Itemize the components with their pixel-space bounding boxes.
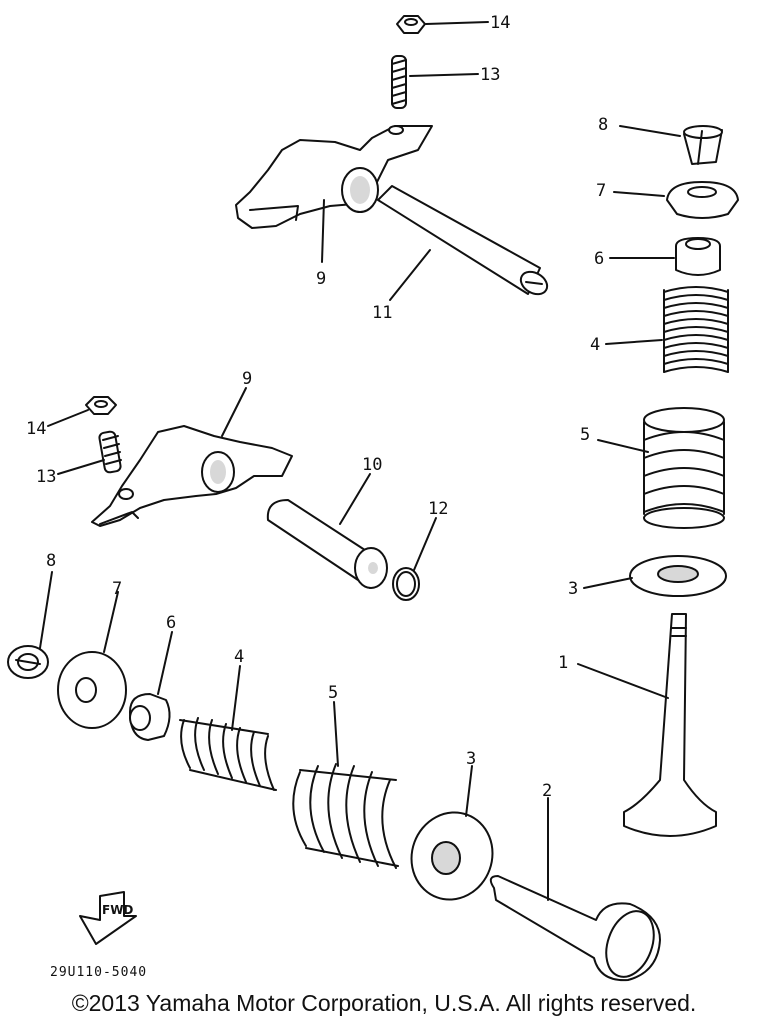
part-5-outer-spring-lower [292,763,399,869]
callout-8-upper: 8 [598,115,608,135]
callout-7-upper: 7 [596,181,606,201]
callout-3-upper: 3 [568,579,578,599]
callout-3-lower: 3 [466,749,476,769]
fwd-arrow-icon: FWD [79,891,137,945]
part-4-inner-spring-lower [179,717,277,791]
part-1-valve-upper [623,613,717,837]
callout-10: 10 [362,455,382,475]
callout-13-upper: 13 [480,65,500,85]
callout-9-lower: 9 [242,369,252,389]
callout-12: 12 [428,499,448,519]
part-10-rocker-shaft-lower [266,499,388,589]
callout-1: 1 [558,653,568,673]
part-13-adjuster-screw-upper [391,55,407,109]
part-6-valve-stem-seal-upper [675,237,721,276]
part-9-rocker-arm-lower [91,425,293,527]
part-8-valve-cotter-lower [7,645,49,679]
part-14-nut-lower [85,396,117,415]
valve-train-exploded-diagram: FWD 14 13 9 11 8 7 6 4 5 3 1 9 14 13 1 [7,13,739,982]
callout-6-upper: 6 [594,249,604,269]
part-9-rocker-arm-upper [235,125,433,229]
part-3-spring-seat-lower [410,811,494,901]
callout-6-lower: 6 [166,613,176,633]
callout-8-lower: 8 [46,551,56,571]
part-12-o-ring [392,567,420,601]
part-11-rocker-shaft-upper [377,185,549,296]
callout-5-lower: 5 [328,683,338,703]
callout-5-upper: 5 [580,425,590,445]
callout-14-upper: 14 [490,13,510,33]
part-14-nut-upper [396,15,426,34]
callout-2: 2 [542,781,552,801]
diagram-reference-code: 29U110-5040 [50,965,147,980]
callout-13-lower: 13 [36,467,56,487]
part-2-valve-lower [489,875,661,982]
part-6-valve-stem-seal-lower [129,693,171,741]
callout-11: 11 [372,303,392,323]
part-7-spring-retainer-upper [666,181,739,219]
callout-7-lower: 7 [112,579,122,599]
copyright-notice: ©2013 Yamaha Motor Corporation, U.S.A. A… [71,990,697,1016]
callout-9-upper: 9 [316,269,326,289]
leader-lines [39,21,681,901]
part-13-adjuster-screw-lower [98,430,122,474]
callout-4-lower: 4 [234,647,244,667]
part-3-spring-seat-upper [629,555,727,597]
part-7-spring-retainer-lower [57,651,127,729]
callout-4-upper: 4 [590,335,600,355]
part-5-outer-spring-upper [643,407,725,529]
part-4-inner-spring-upper [663,286,729,373]
callout-14-lower: 14 [26,419,46,439]
part-8-valve-cotter-upper [683,125,723,165]
fwd-marker-text: FWD [102,903,133,917]
